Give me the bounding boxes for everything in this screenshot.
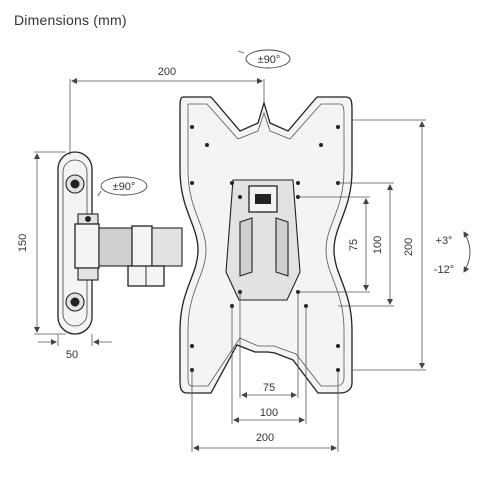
tilt-down-label: -12° <box>434 264 454 276</box>
dim-bottom-200: 200 <box>191 370 339 452</box>
wall-hole-top <box>70 179 80 189</box>
dim-left-label: 150 <box>17 234 29 252</box>
dim-right-75-label: 75 <box>348 239 360 251</box>
dim-top-200: 200 <box>69 66 265 155</box>
bracket-slot-left <box>239 217 253 277</box>
rotation-top: ±90° <box>237 49 291 69</box>
dim-wall-width-label: 50 <box>66 349 78 361</box>
dim-bottom-200-label: 200 <box>256 432 274 444</box>
dim-left-150: 150 <box>17 151 66 335</box>
dim-bottom-100-label: 100 <box>260 407 278 419</box>
wall-hole-bottom <box>70 297 80 307</box>
tilt-indicator: +3° -12° <box>434 231 471 276</box>
dim-right-75: 75 <box>298 196 370 293</box>
dim-right-100-label: 100 <box>372 236 384 254</box>
hinge-bolt <box>85 216 91 222</box>
dim-right-100: 100 <box>338 182 394 307</box>
dim-bottom-100: 100 <box>231 306 307 424</box>
arm-segment-2 <box>151 227 183 267</box>
bracket-slot-right <box>275 217 289 277</box>
dim-bottom-50: 50 <box>38 334 112 361</box>
rotation-arm-label: ±90° <box>113 181 136 193</box>
hinge-pivot <box>74 213 100 281</box>
tilt-up-label: +3° <box>436 235 453 247</box>
swivel-arm <box>98 225 183 287</box>
rotation-arm: ±90° <box>97 176 148 197</box>
vesa-plate <box>179 96 353 394</box>
diagram-title: Dimensions (mm) <box>14 12 127 28</box>
hinge-body <box>74 223 100 269</box>
dim-bottom-75: 75 <box>239 292 299 398</box>
hinge-bottom-cap <box>77 267 99 281</box>
arm-joint <box>131 225 153 269</box>
dim-right-200: 200 <box>352 119 426 371</box>
rotation-top-label: ±90° <box>258 54 281 66</box>
dim-top-label: 200 <box>158 66 176 78</box>
dim-bottom-75-label: 75 <box>263 382 275 394</box>
dim-right-200-label: 200 <box>403 238 415 256</box>
